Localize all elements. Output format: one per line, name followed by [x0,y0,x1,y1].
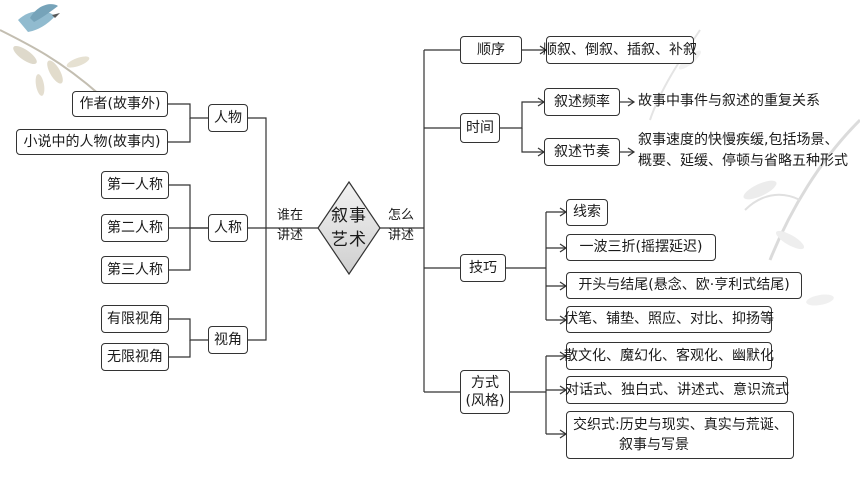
category-renwu: 人物 [208,104,248,132]
category-shijiao: 视角 [208,326,248,354]
jiqiao-item-fubi: 伏笔、铺垫、照应、对比、抑扬等 [564,306,774,333]
renwu-item-character: 小说中的人物(故事内) [16,129,168,155]
shijiao-item-unlimited: 无限视角 [101,343,169,371]
bird-branch-decoration [0,4,101,96]
center-node: 叙事 艺术 [316,180,382,276]
shijian-jiezou-desc: 叙事速度的快慢疾缓,包括场景、 概要、延缓、停顿与省略五种形式 [638,130,848,172]
fangshi-item-2: 对话式、独白式、讲述式、意识流式 [565,376,789,404]
shijian-pinlv: 叙述频率 [544,88,620,116]
category-shunxu: 顺序 [460,36,522,64]
center-line1: 叙事 [331,206,367,226]
left-connector-line2: 讲述 [277,228,304,243]
right-connector-line1: 怎么 [388,208,415,223]
jiqiao-item-kaitou: 开头与结尾(悬念、欧·亨利式结尾) [566,272,802,299]
shijian-jiezou-desc-line2: 概要、延缓、停顿与省略五种形式 [638,153,848,169]
shijian-jiezou: 叙述节奏 [544,138,620,166]
right-connector-label: 怎么 讲述 [388,206,414,246]
left-connector-label: 谁在 讲述 [277,206,303,246]
rencheng-item-first: 第一人称 [101,171,169,199]
shijian-jiezou-desc-line1: 叙事速度的快慢疾缓,包括场景、 [638,132,839,148]
category-fangshi-line2: (风格) [465,393,505,409]
fangshi-item-1: 散文化、魔幻化、客观化、幽默化 [564,342,774,370]
renwu-item-author: 作者(故事外) [72,91,168,117]
rencheng-item-second: 第二人称 [101,214,169,242]
fangshi-item-3: 交织式:历史与现实、真实与荒诞、 叙事与写景 [566,411,794,459]
center-line2: 艺术 [331,230,367,250]
fangshi-item-3-line1: 交织式:历史与现实、真实与荒诞、 [573,417,788,433]
right-connector-line2: 讲述 [388,228,415,243]
shunxu-detail: 顺叙、倒叙、插叙、补叙 [543,36,697,64]
shijian-pinlv-desc: 故事中事件与叙述的重复关系 [638,93,820,109]
category-shijian: 时间 [460,113,500,143]
jiqiao-item-yiboshanzhe: 一波三折(摇摆延迟) [566,234,716,261]
shijiao-item-limited: 有限视角 [101,305,169,333]
category-fangshi-line1: 方式 [471,375,499,391]
fangshi-item-3-line2: 叙事与写景 [619,437,689,453]
category-fangshi: 方式 (风格) [460,370,510,414]
category-jiqiao: 技巧 [460,254,506,282]
jiqiao-item-xiansuo: 线索 [566,199,608,226]
rencheng-item-third: 第三人称 [101,256,169,284]
category-rencheng: 人称 [208,214,248,242]
left-connector-line1: 谁在 [277,208,304,223]
